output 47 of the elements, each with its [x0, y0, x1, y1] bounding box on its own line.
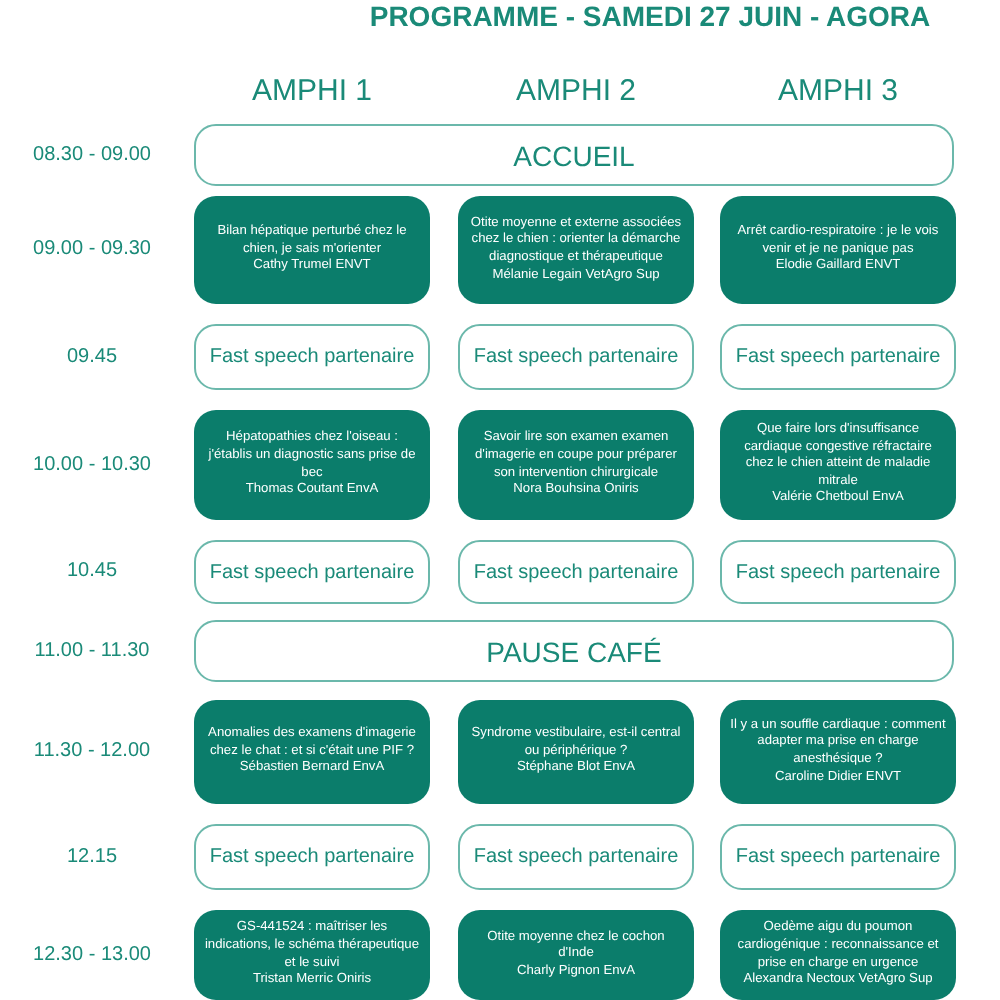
- slot-box: [720, 324, 956, 390]
- slot-label: PAUSE CAFÉ: [486, 635, 662, 667]
- column-header: AMPHI 3: [775, 74, 900, 108]
- time-label: 12.30 - 13.00: [31, 943, 153, 965]
- slot-label: Fast speech partenaire: [735, 561, 941, 583]
- session-box: [458, 196, 694, 304]
- time-label: 11.30 - 12.00: [31, 740, 153, 762]
- time-label: 09.00 - 09.30: [31, 238, 153, 260]
- time-label: 08.30 - 09.00: [31, 143, 153, 165]
- session-box: [194, 700, 430, 804]
- session-box: [458, 410, 694, 520]
- session-box: [194, 196, 430, 304]
- page-title: PROGRAMME - SAMEDI 27 JUIN - AGORA: [367, 0, 933, 32]
- time-label: 10.00 - 10.30: [31, 453, 153, 475]
- slot-label: Fast speech partenaire: [209, 846, 415, 868]
- slot-label: Fast speech partenaire: [735, 846, 941, 868]
- session-box: [720, 910, 956, 1000]
- session-box: [194, 910, 430, 1000]
- slot-label: Fast speech partenaire: [473, 561, 679, 583]
- time-label: 12.15: [64, 845, 120, 867]
- slot-box: [194, 540, 430, 604]
- time-label: 09.45: [64, 345, 120, 367]
- session-box: [720, 196, 956, 304]
- slot-label: Fast speech partenaire: [209, 346, 415, 368]
- time-label: 10.45: [64, 560, 120, 582]
- slot-box: [720, 540, 956, 604]
- break-banner: [194, 620, 954, 682]
- slot-box: [458, 824, 694, 890]
- slot-box: [194, 324, 430, 390]
- slot-box: [720, 824, 956, 890]
- slot-box: [458, 324, 694, 390]
- session-box: [720, 410, 956, 520]
- session-box: [458, 700, 694, 804]
- break-banner: [194, 124, 954, 186]
- slot-label: Fast speech partenaire: [209, 561, 415, 583]
- session-box: [194, 410, 430, 520]
- slot-box: [458, 540, 694, 604]
- column-header: AMPHI 1: [249, 74, 374, 108]
- slot-label: ACCUEIL: [513, 139, 635, 171]
- slot-box: [194, 824, 430, 890]
- column-header: AMPHI 2: [513, 74, 638, 108]
- slot-label: Fast speech partenaire: [473, 846, 679, 868]
- slot-label: Fast speech partenaire: [735, 346, 941, 368]
- session-box: [720, 700, 956, 804]
- time-label: 11.00 - 11.30: [32, 639, 152, 661]
- slot-label: Fast speech partenaire: [473, 346, 679, 368]
- session-box: [458, 910, 694, 1000]
